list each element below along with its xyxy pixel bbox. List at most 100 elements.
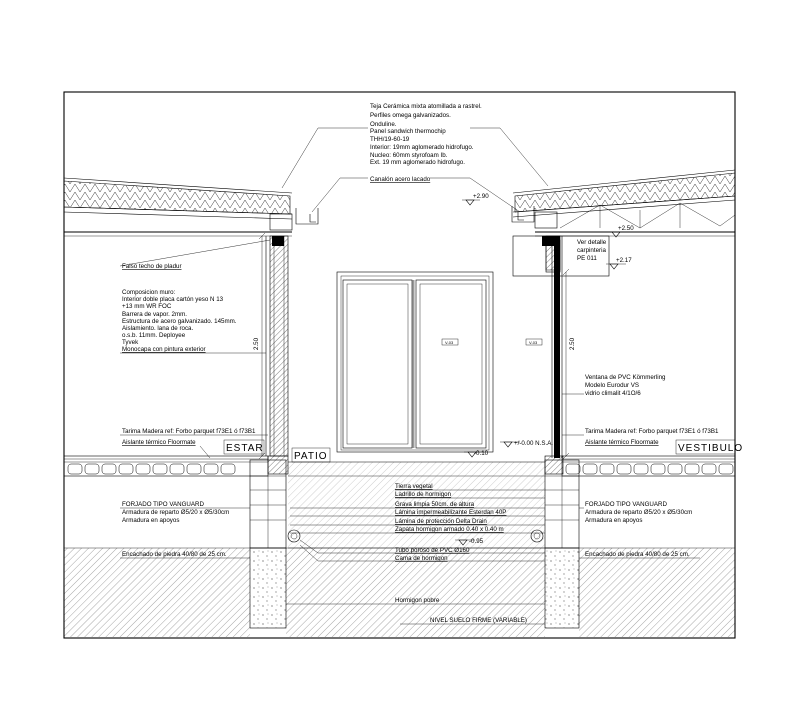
- level-marker-top-right: +2.50: [608, 225, 634, 238]
- slab-void: [101, 463, 117, 475]
- svg-text:Tierra vegetal: Tierra vegetal: [395, 483, 433, 490]
- slab-void: [169, 463, 185, 475]
- roof-note-line: Onduline.: [370, 121, 397, 128]
- svg-text:+13 mm WR FOC: +13 mm WR FOC: [122, 303, 172, 310]
- level-marker-floor: +/-0.00 N.S.A.: [500, 440, 553, 448]
- gutter-label: Canalón acero lacado: [370, 176, 431, 183]
- drain-note: Tubo poroso de PVC Ø160 Cama de hormigon: [299, 539, 545, 562]
- ground-level-note: NIVEL SUELO FIRME (VARIABLE): [400, 617, 545, 625]
- svg-text:FORJADO TIPO VANGUARD: FORJADO TIPO VANGUARD: [122, 501, 204, 508]
- svg-text:-0.10: -0.10: [474, 450, 489, 457]
- svg-text:V-03: V-03: [445, 340, 454, 345]
- roof-note-line: Nucleo: 60mm styrofoam Ib.: [370, 152, 448, 159]
- wall-composition-note: Composicion muro: Interior doble placa c…: [122, 289, 237, 353]
- svg-text:Hormigon pobre: Hormigon pobre: [395, 597, 440, 604]
- patio-layers-note: Tierra vegetal Ladrillo de hormigon Grav…: [290, 483, 545, 534]
- svg-text:2.50: 2.50: [569, 337, 576, 350]
- right-floor-label: Tarima Madera ref: Forbo parquet f73E1 ó…: [585, 428, 719, 435]
- svg-text:carpinteria: carpinteria: [577, 247, 606, 254]
- gutter-left: [295, 208, 319, 225]
- door-tag-left: V-03: [441, 338, 459, 346]
- ceiling-leader: [119, 239, 271, 267]
- slab-void: [684, 463, 700, 475]
- left-wall: [265, 235, 289, 457]
- slab-void: [616, 463, 632, 475]
- svg-text:Armadura en apoyos: Armadura en apoyos: [585, 517, 642, 524]
- roof-note: Teja Cerámica mixta atomillada a rastrel…: [370, 103, 482, 166]
- right-insulation-label: Aislante térmico Floormate: [585, 439, 659, 446]
- roof-right: [512, 169, 736, 246]
- svg-text:Cama de hormigon: Cama de hormigon: [395, 555, 448, 562]
- svg-text:Monocapa con pintura exterior: Monocapa con pintura exterior: [122, 346, 206, 353]
- concrete-note: Hormigon pobre: [286, 597, 545, 605]
- slab-void: [220, 463, 236, 475]
- gutter-right: [511, 206, 535, 223]
- svg-text:+2.50: +2.50: [618, 225, 634, 232]
- level-marker-drain: -0.95: [455, 538, 484, 546]
- gutter-leader-right: [430, 177, 521, 213]
- svg-text:Tyvek: Tyvek: [122, 339, 139, 346]
- slab-left: [63, 455, 269, 477]
- right-slab-note: FORJADO TIPO VANGUARD Armadura de repart…: [579, 501, 692, 524]
- right-stone-note: Encachado de piedra 40/80 de 25 cm.: [579, 551, 700, 559]
- svg-text:VESTIBULO: VESTIBULO: [678, 443, 743, 454]
- svg-text:Ventana de PVC Kömmerling: Ventana de PVC Kömmerling: [585, 374, 666, 381]
- roof-note-line: THH/19-60-19: [370, 136, 410, 143]
- svg-text:V-03: V-03: [529, 340, 538, 345]
- left-slab-note: FORJADO TIPO VANGUARD Armadura de repart…: [120, 501, 250, 524]
- svg-text:PE 011: PE 011: [577, 255, 597, 262]
- slab-void: [701, 463, 717, 475]
- left-insulation-label: Aislante térmico Floormate: [122, 439, 196, 446]
- svg-text:+/-0.00 N.S.A.: +/-0.00 N.S.A.: [514, 440, 553, 447]
- door-tag-right: V-03: [525, 338, 543, 346]
- slab-void: [599, 463, 615, 475]
- svg-text:NIVEL SUELO FIRME (VARIABLE): NIVEL SUELO FIRME (VARIABLE): [430, 617, 527, 624]
- window-note: Ventana de PVC Kömmerling Modelo Eurodur…: [585, 374, 666, 397]
- svg-text:Ver detalle: Ver detalle: [577, 239, 607, 246]
- svg-text:Composicion muro:: Composicion muro:: [122, 289, 176, 296]
- slab-void: [84, 463, 100, 475]
- svg-text:Armadura de reparto Ø5/20 x Ø5: Armadura de reparto Ø5/20 x Ø5/30cm: [585, 509, 692, 516]
- foundation-left: [249, 455, 301, 629]
- slab-void: [633, 463, 649, 475]
- svg-text:Grava limpia 50cm. de altura: Grava limpia 50cm. de altura: [395, 501, 475, 508]
- svg-text:-0.95: -0.95: [469, 538, 484, 545]
- svg-text:Interior doble placa cartón ye: Interior doble placa cartón yeso N 13: [122, 296, 224, 303]
- svg-text:Aislamiento. lana de roca.: Aislamiento. lana de roca.: [122, 325, 193, 332]
- left-stone-note: Encachado de piedra 40/80 de 25 cm.: [120, 551, 250, 559]
- svg-text:2.50: 2.50: [253, 337, 260, 350]
- slab-right: [561, 455, 736, 477]
- ceiling-label: Falso techo de pladur: [122, 263, 182, 270]
- svg-text:vidrio climalit 4/1O/6: vidrio climalit 4/1O/6: [585, 390, 641, 397]
- detail-ref-box: Ver detalle carpinteria PE 011: [512, 235, 610, 277]
- slab-void: [650, 463, 666, 475]
- level-marker-window: +2.17: [606, 257, 632, 270]
- level-marker-roof: +2.90: [462, 193, 489, 206]
- svg-text:PATIO: PATIO: [294, 451, 328, 462]
- svg-text:Ladrillo de hormigon: Ladrillo de hormigon: [395, 491, 452, 498]
- slab-voids: [67, 463, 734, 475]
- svg-text:o.s.b. 11mm. Deployee: o.s.b. 11mm. Deployee: [122, 332, 186, 339]
- drawing-frame: [63, 91, 736, 639]
- level-marker-patio: -0.10: [464, 450, 489, 458]
- roof-note-line: Panel sandwich thermochip: [370, 128, 446, 135]
- svg-text:Lámina impermeabilizante Ester: Lámina impermeabilizante Esterdan 40P: [395, 509, 506, 516]
- roof-note-line: Interior: 19mm aglomerado hidrofugo.: [370, 144, 474, 151]
- left-wall-height-dim: 2.50: [253, 232, 266, 460]
- svg-text:+2.90: +2.90: [473, 193, 489, 200]
- slab-void: [152, 463, 168, 475]
- slab-void: [718, 463, 734, 475]
- slab-void: [582, 463, 598, 475]
- slab-void: [135, 463, 151, 475]
- slab-void: [203, 463, 219, 475]
- svg-text:FORJADO TIPO VANGUARD: FORJADO TIPO VANGUARD: [585, 501, 667, 508]
- slab-void: [186, 463, 202, 475]
- roof-note-leader: [281, 127, 368, 189]
- slab-void: [667, 463, 683, 475]
- svg-text:+2.17: +2.17: [616, 257, 632, 264]
- gutter-leader-left: [311, 177, 368, 213]
- svg-text:Tubo poroso de PVC Ø160: Tubo poroso de PVC Ø160: [395, 547, 470, 554]
- room-estar: ESTAR: [223, 439, 265, 455]
- svg-text:Zapata hormigon armado 0.40 x: Zapata hormigon armado 0.40 x 0.40 m: [395, 526, 504, 533]
